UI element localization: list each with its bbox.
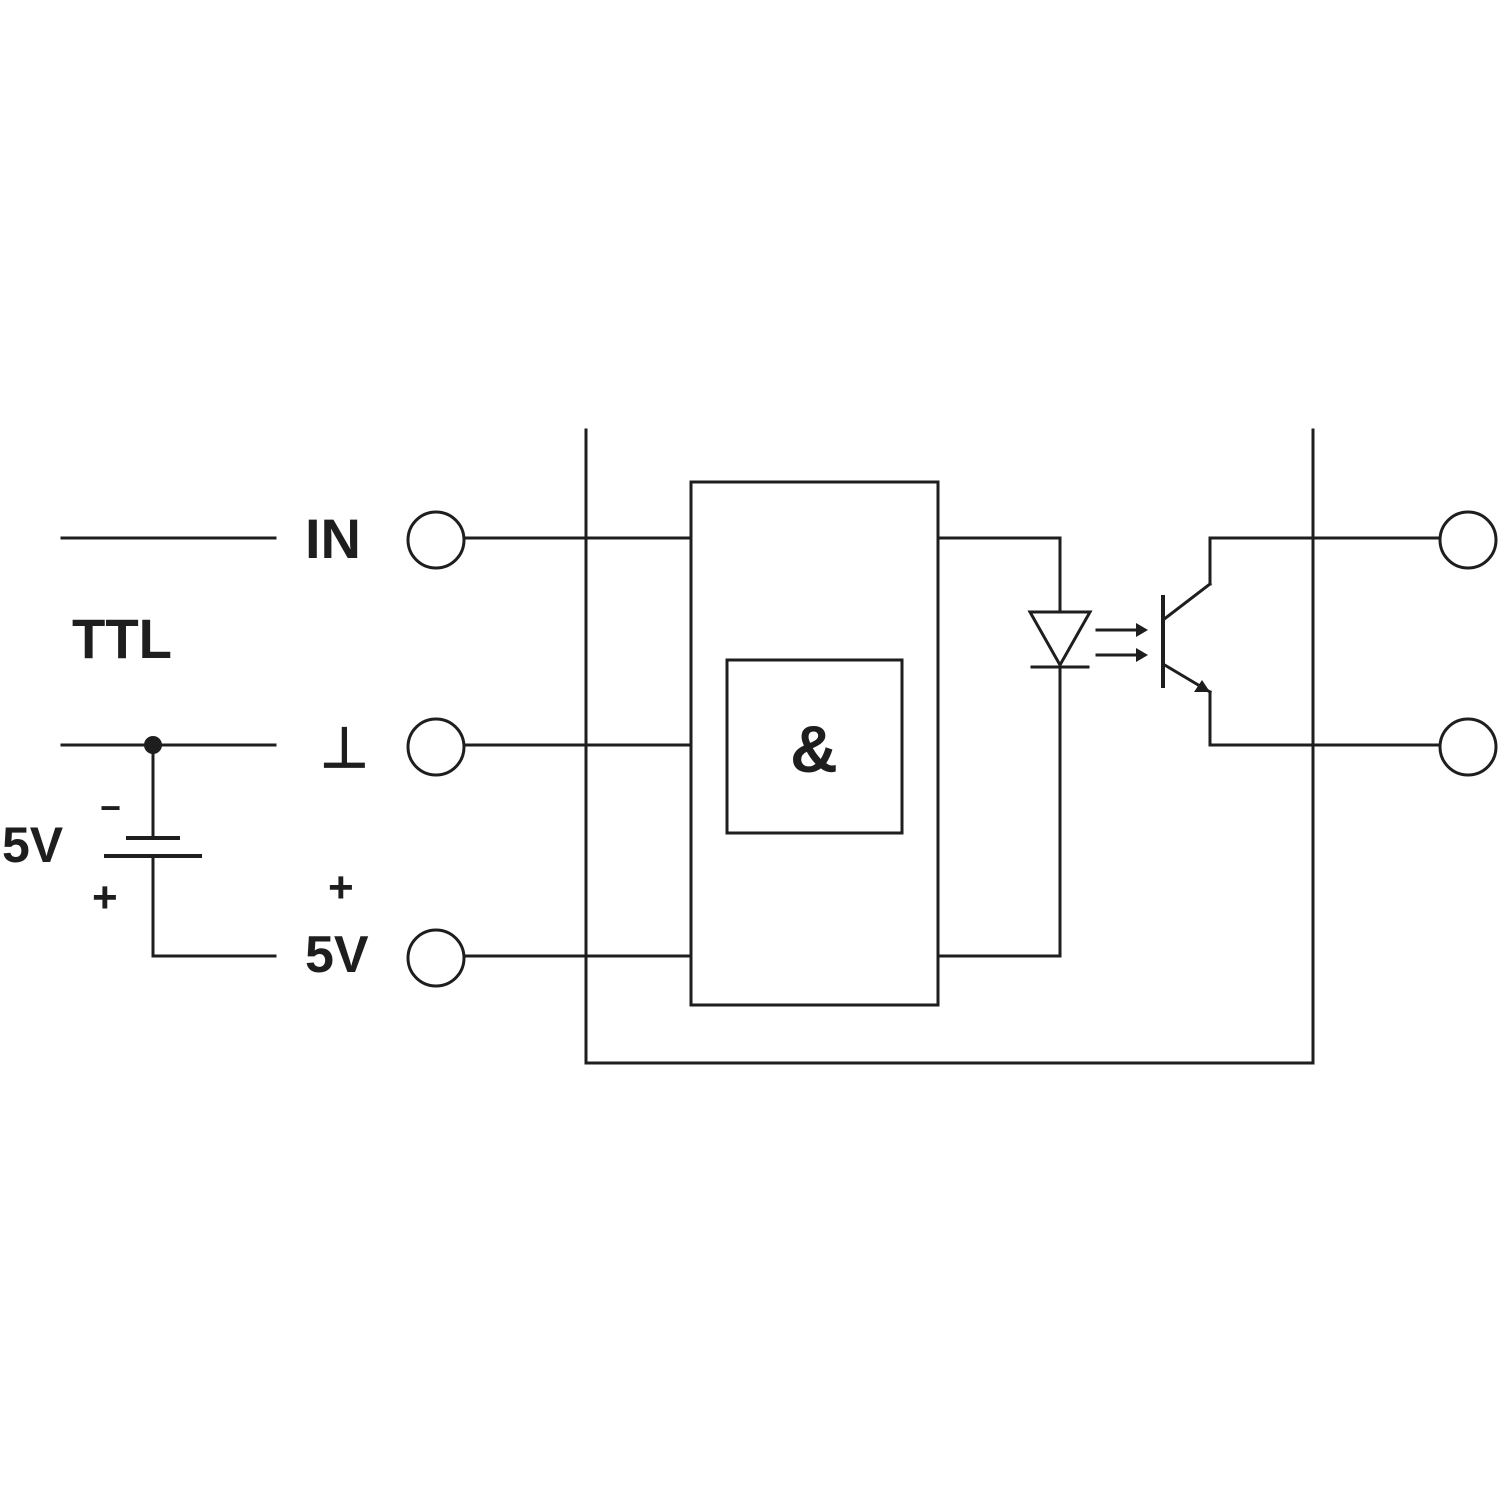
wire-emitter-to-output <box>1208 690 1442 747</box>
label-ground: ⊥ <box>320 716 369 779</box>
terminal-in <box>406 510 466 570</box>
label-in: IN <box>305 507 361 570</box>
wire-led-cathode-to-gate <box>936 666 1062 958</box>
led-diode-icon <box>1027 610 1093 669</box>
and-gate-box <box>725 658 904 835</box>
label-battery-plus: + <box>92 873 118 922</box>
wire-gate-to-led-anode <box>936 536 1062 614</box>
phototransistor-icon <box>1160 581 1213 695</box>
label-ttl: TTL <box>72 607 172 670</box>
label-supply-voltage: 5V <box>305 926 369 984</box>
terminal-output-bottom <box>1438 717 1498 777</box>
module-housing-outline <box>584 428 1315 1065</box>
and-gate-symbol: & <box>790 712 838 786</box>
terminal-supply <box>406 928 466 988</box>
wire-collector-to-output <box>1208 536 1442 586</box>
logic-block <box>689 480 940 1007</box>
label-battery-voltage: 5V <box>2 817 64 873</box>
terminal-output-top <box>1438 510 1498 570</box>
terminal-ground <box>406 717 466 777</box>
label-battery-minus: − <box>100 787 121 828</box>
label-supply-plus: + <box>328 863 354 912</box>
light-emission-arrows-icon <box>1095 623 1148 662</box>
